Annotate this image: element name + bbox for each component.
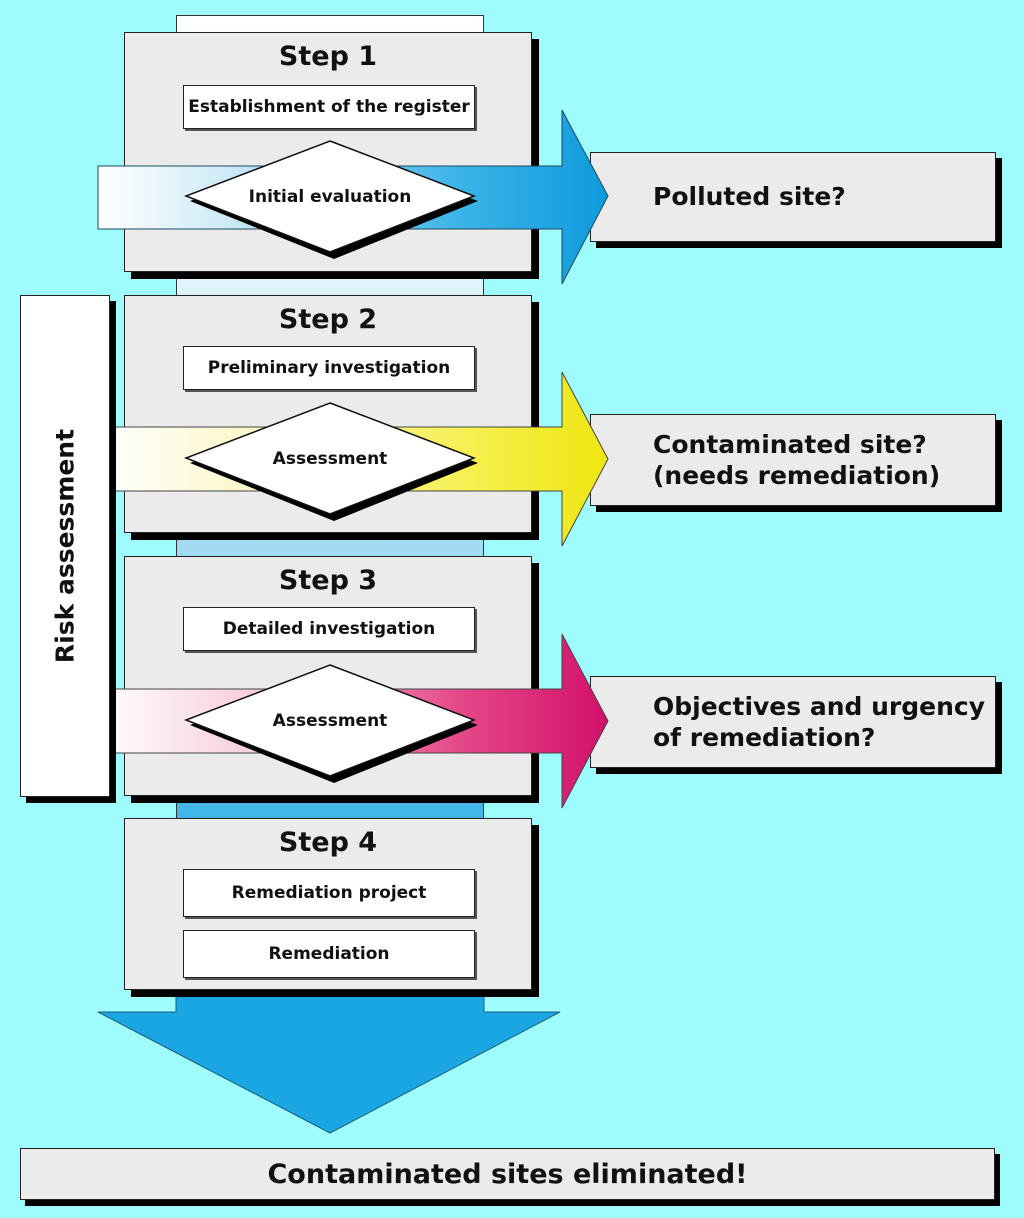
decision-2-label: Assessment <box>273 449 388 469</box>
step-3-detailed-box: Detailed investigation <box>183 607 475 651</box>
result-polluted-site: Polluted site? <box>590 152 996 242</box>
decision-3-label: Assessment <box>273 711 388 731</box>
risk-assessment-box: Risk assessment <box>20 295 110 797</box>
risk-assessment-label: Risk assessment <box>50 428 80 664</box>
final-outcome-box: Contaminated sites eliminated! <box>20 1148 995 1200</box>
arrow-step-1: Initial evaluation <box>97 109 609 285</box>
result-contaminated-line-1: Contaminated site? <box>653 429 927 459</box>
final-outcome-label: Contaminated sites eliminated! <box>267 1158 748 1190</box>
step-2-title: Step 2 <box>278 304 378 335</box>
result-objectives-line-2: of remediation? <box>653 723 876 752</box>
step-3-title: Step 3 <box>278 565 378 596</box>
result-contaminated-line-2: (needs remediation) <box>653 461 941 490</box>
step-4-remediation-box: Remediation <box>183 930 475 978</box>
decision-diamond-1 <box>183 140 477 253</box>
result-polluted-site-text: Polluted site? <box>653 182 846 212</box>
result-contaminated-site: Contaminated site? (needs remediation) <box>590 414 996 506</box>
step-1-title: Step 1 <box>278 41 378 72</box>
arrow-step-2: Assessment <box>97 371 609 547</box>
step-4-title: Step 4 <box>278 827 378 858</box>
step-4-box: Step 4 Remediation project Remediation <box>124 818 532 990</box>
down-arrow-head <box>97 989 561 1134</box>
step-2-preliminary-box: Preliminary investigation <box>183 346 475 390</box>
decision-diamond-3 <box>183 664 477 777</box>
arrow-step-3: Assessment <box>97 633 609 809</box>
step-4-project-box: Remediation project <box>183 869 475 917</box>
result-objectives-urgency: Objectives and urgency of remediation? <box>590 676 996 768</box>
result-objectives-line-1: Objectives and urgency <box>653 691 986 721</box>
step-1-register-box: Establishment of the register <box>183 85 475 129</box>
decision-diamond-2 <box>183 402 477 515</box>
decision-1-label: Initial evaluation <box>249 187 412 207</box>
